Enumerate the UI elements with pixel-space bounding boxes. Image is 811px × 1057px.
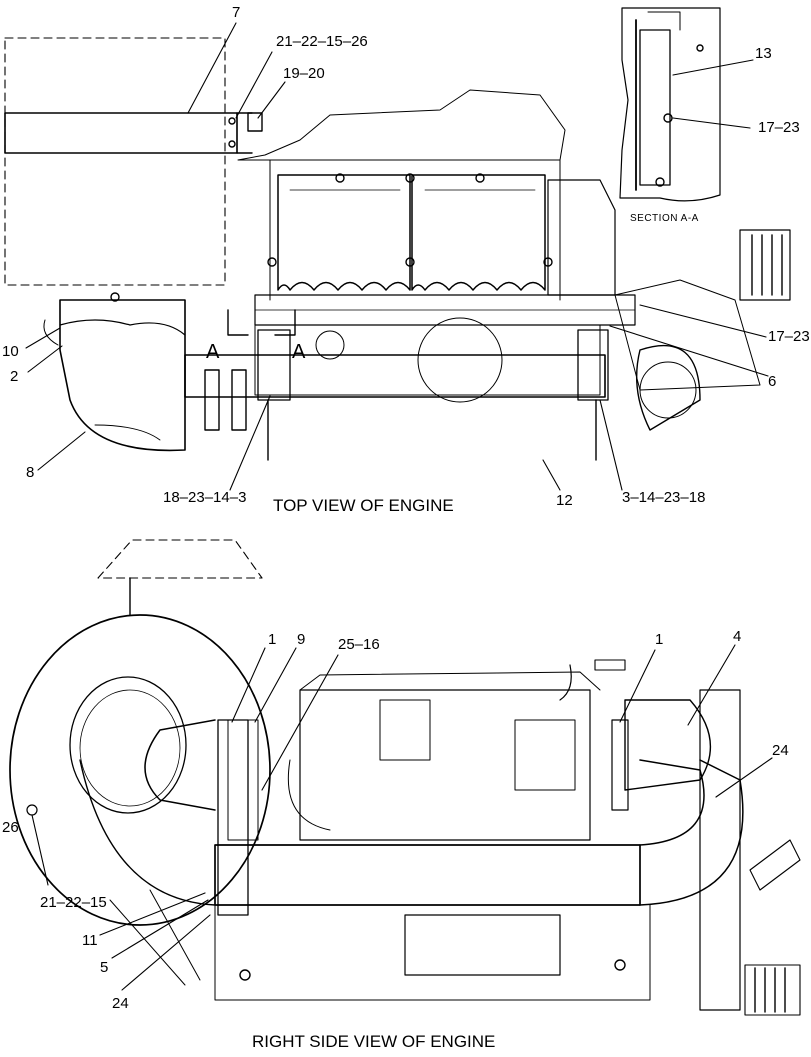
callout-24-right: 24 (772, 742, 789, 759)
callout-24-bottom: 24 (112, 995, 129, 1012)
callout-19-20: 19–20 (283, 65, 325, 82)
callout-5: 5 (100, 959, 109, 976)
callout-9: 9 (297, 631, 306, 648)
callout-21-22-15: 21–22–15 (40, 894, 107, 911)
callout-17-23-section: 17–23 (758, 119, 800, 136)
callout-12: 12 (556, 492, 573, 509)
callout-13: 13 (755, 45, 772, 62)
callout-6: 6 (768, 373, 777, 390)
callout-26: 26 (2, 819, 19, 836)
top-view-caption: TOP VIEW OF ENGINE (273, 496, 454, 515)
callout-4: 4 (733, 628, 742, 645)
callout-1-right: 1 (655, 631, 664, 648)
callout-7: 7 (232, 4, 241, 21)
callout-10: 10 (2, 343, 19, 360)
callout-17-23-top: 17–23 (768, 328, 810, 345)
section-aa-label: SECTION A-A (630, 213, 699, 224)
callout-18-23-14-3: 18–23–14–3 (163, 489, 247, 506)
section-marker-right: A (292, 341, 306, 363)
side-view-drawing (9, 539, 801, 1016)
callout-8: 8 (26, 464, 35, 481)
callout-2: 2 (10, 368, 19, 385)
callout-1-left: 1 (268, 631, 277, 648)
callout-21-22-15-26: 21–22–15–26 (276, 33, 368, 50)
top-view-drawing (4, 37, 791, 461)
callout-11: 11 (82, 932, 98, 949)
side-view-caption: RIGHT SIDE VIEW OF ENGINE (252, 1032, 496, 1051)
callout-3-14-23-18: 3–14–23–18 (622, 489, 706, 506)
callout-25-16: 25–16 (338, 636, 380, 653)
section-aa-drawing (619, 7, 721, 202)
leader-lines (25, 22, 773, 991)
section-marker-left: A (206, 341, 220, 363)
